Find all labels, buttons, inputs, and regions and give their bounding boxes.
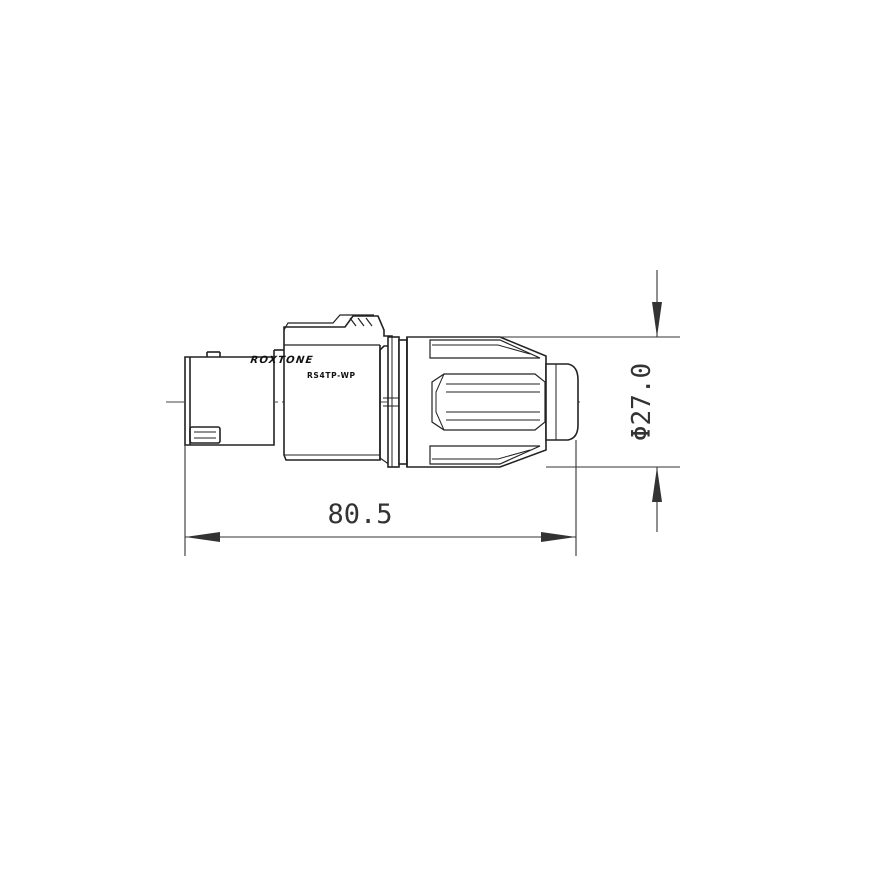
locking-nut [406,336,547,468]
model-code: RS4TP-WP [307,371,356,380]
length-dimension [184,440,577,556]
diameter-dimension [407,270,680,532]
cable-end-cap [545,363,579,441]
length-dimension-label: 80.5 [327,499,392,530]
diameter-dimension-label: Φ27.0 [627,363,657,441]
front-plug [184,349,286,446]
brand-logo: ROXTONE [250,355,314,366]
latch-housing [283,314,398,466]
connector-body [184,314,579,468]
